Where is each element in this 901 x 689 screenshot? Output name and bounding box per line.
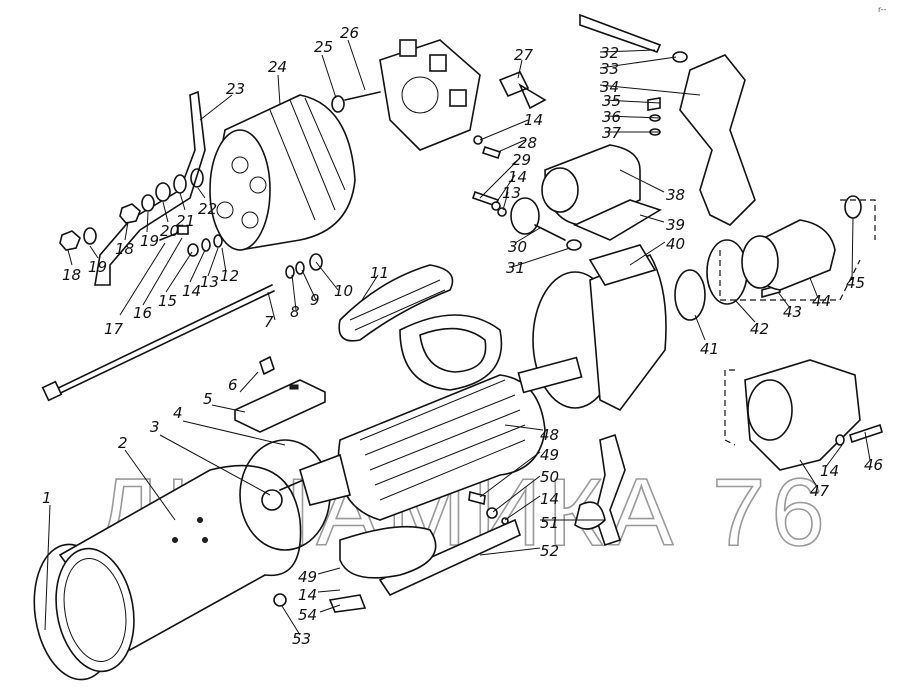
part-label: 46 [864, 456, 883, 474]
leader-lines [44, 39, 871, 636]
armature-48 [279, 369, 561, 521]
part-label: 54 [298, 606, 317, 624]
part-label: 14 [524, 111, 543, 129]
part-label: 41 [700, 340, 719, 358]
part-label: 8 [290, 303, 300, 321]
gasket-39 [573, 199, 662, 241]
part-label: 14 [298, 586, 317, 604]
part-label: 21 [176, 212, 195, 230]
part-label: 6 [228, 376, 238, 394]
pole-shoe-5 [234, 379, 326, 433]
part-label: 29 [512, 151, 531, 169]
part-label: 45 [846, 274, 865, 292]
part-label: 2 [118, 434, 128, 452]
part-label: 49 [298, 568, 317, 586]
solenoid-housing-40 [517, 244, 667, 412]
through-bolt-7 [49, 284, 273, 393]
bracket-23 [94, 90, 206, 286]
field-coil-11 [338, 264, 454, 342]
part-label: 14 [508, 168, 527, 186]
coil-52 [378, 518, 521, 597]
part-label: 11 [370, 264, 389, 282]
part-label: 35 [602, 92, 621, 110]
brush-27 [498, 70, 547, 110]
part-label: 37 [602, 124, 622, 142]
part-label: 44 [812, 292, 831, 310]
stator-housing [55, 464, 302, 673]
part-label: 9 [310, 291, 320, 309]
part-label: 7 [264, 313, 274, 331]
part-label: 53 [292, 630, 311, 648]
part-label: 22 [198, 200, 217, 218]
brush-holder [331, 39, 481, 151]
part-label: 26 [340, 24, 359, 42]
washer-3 [261, 489, 283, 511]
screw-6 [259, 356, 275, 375]
part-label: 38 [666, 186, 685, 204]
part-label: 23 [226, 80, 245, 98]
part-label: 5 [203, 390, 213, 408]
part-label: 13 [200, 273, 219, 291]
part-label: 31 [506, 259, 525, 277]
washer-45 [844, 195, 862, 219]
part-label: 19 [88, 258, 107, 276]
bolt-32 [579, 13, 662, 54]
part-label: 51 [540, 514, 559, 532]
part-label: 52 [540, 542, 559, 560]
part-label: 19 [140, 232, 159, 250]
part-label: 27 [514, 46, 534, 64]
part-label: 48 [540, 426, 559, 444]
part-label: 10 [334, 282, 353, 300]
end-cover-24 [209, 94, 356, 251]
part-label: 16 [133, 304, 152, 322]
part-label: 4 [173, 404, 183, 422]
part-label: 17 [104, 320, 124, 338]
part-label: 14 [540, 490, 559, 508]
drive-housing-47 [744, 359, 861, 471]
part-label: 49 [540, 446, 559, 464]
part-label: 24 [268, 58, 287, 76]
part-label: 1 [42, 489, 52, 507]
part-label: 18 [115, 240, 134, 258]
clamp-34 [679, 54, 756, 226]
part-label: 28 [518, 134, 537, 152]
washer-41 [674, 269, 706, 321]
part-label: 15 [158, 292, 177, 310]
part-label: 3 [150, 418, 160, 436]
part-label: 34 [600, 78, 619, 96]
part-label: 33 [600, 60, 619, 78]
field-coil [399, 314, 503, 391]
part-label: 20 [160, 222, 179, 240]
part-label: 43 [783, 303, 802, 321]
washer-stack [59, 168, 323, 279]
part-label: 47 [810, 482, 830, 500]
part-label: 12 [220, 267, 239, 285]
part-label: 42 [750, 320, 769, 338]
part-label: 13 [502, 184, 521, 202]
part-label: 50 [540, 468, 559, 486]
group-bracket [719, 199, 876, 301]
flange-42 [706, 239, 748, 305]
terminal-parts [471, 135, 582, 251]
part-label: 25 [314, 38, 333, 56]
part-label: 14 [182, 282, 201, 300]
part-label: 14 [820, 462, 839, 480]
part-label: 39 [666, 216, 685, 234]
part-label: 40 [666, 235, 685, 253]
plug-53 [273, 593, 287, 607]
part-label: 32 [600, 44, 619, 62]
corner-mark: r-- [878, 5, 887, 14]
part-label: 36 [602, 108, 621, 126]
part-label: 18 [62, 266, 81, 284]
part-label: 30 [508, 238, 527, 256]
